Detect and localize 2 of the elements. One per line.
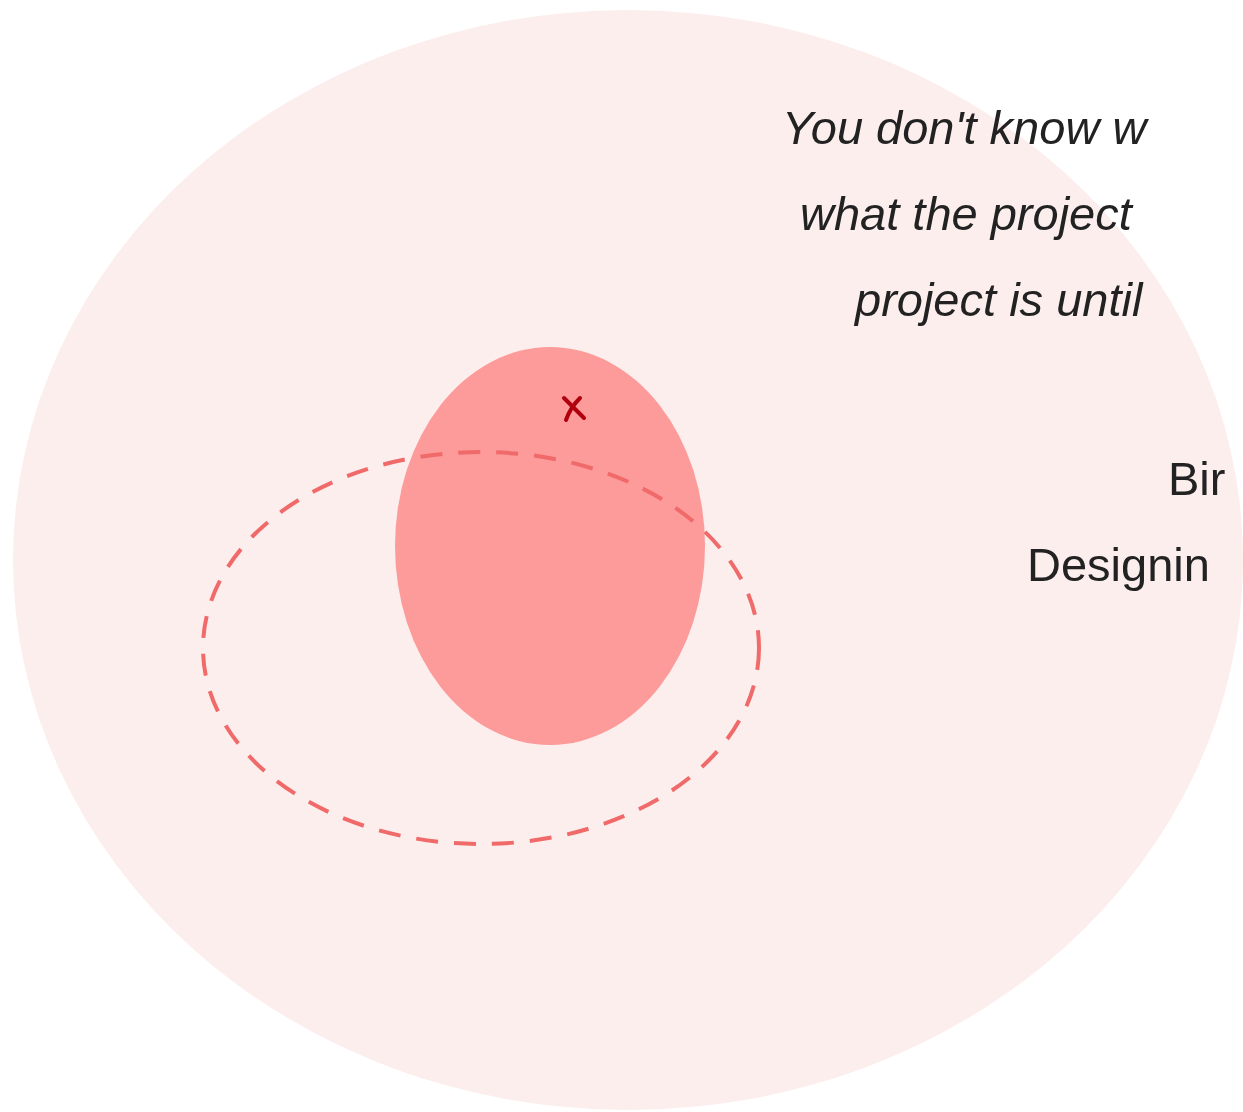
quote-text: You don't know w: [782, 104, 1147, 151]
attribution-text: Bir: [1168, 455, 1226, 502]
